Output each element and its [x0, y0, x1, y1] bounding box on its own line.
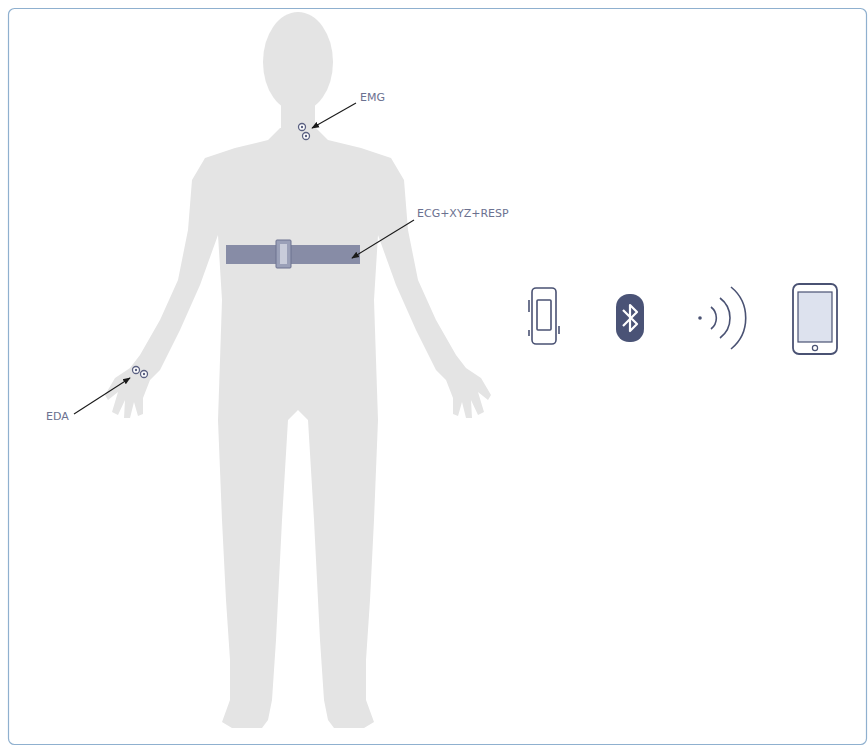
- sensor-device-icon: [529, 288, 559, 344]
- electrode-dots: [135, 126, 307, 375]
- electrodes: [133, 124, 310, 378]
- sensor-label: ECG+XYZ+RESP: [417, 207, 509, 220]
- sensor-label: EDA: [46, 410, 69, 423]
- frame: [9, 9, 867, 745]
- wireless-icon: [698, 287, 746, 349]
- leader-lines: [74, 103, 414, 414]
- sensor-label: EMG: [360, 91, 385, 104]
- bluetooth-icon: [616, 294, 644, 342]
- phone-icon: [793, 284, 837, 354]
- body-silhouette: [105, 12, 491, 728]
- chest-belt: [226, 240, 360, 268]
